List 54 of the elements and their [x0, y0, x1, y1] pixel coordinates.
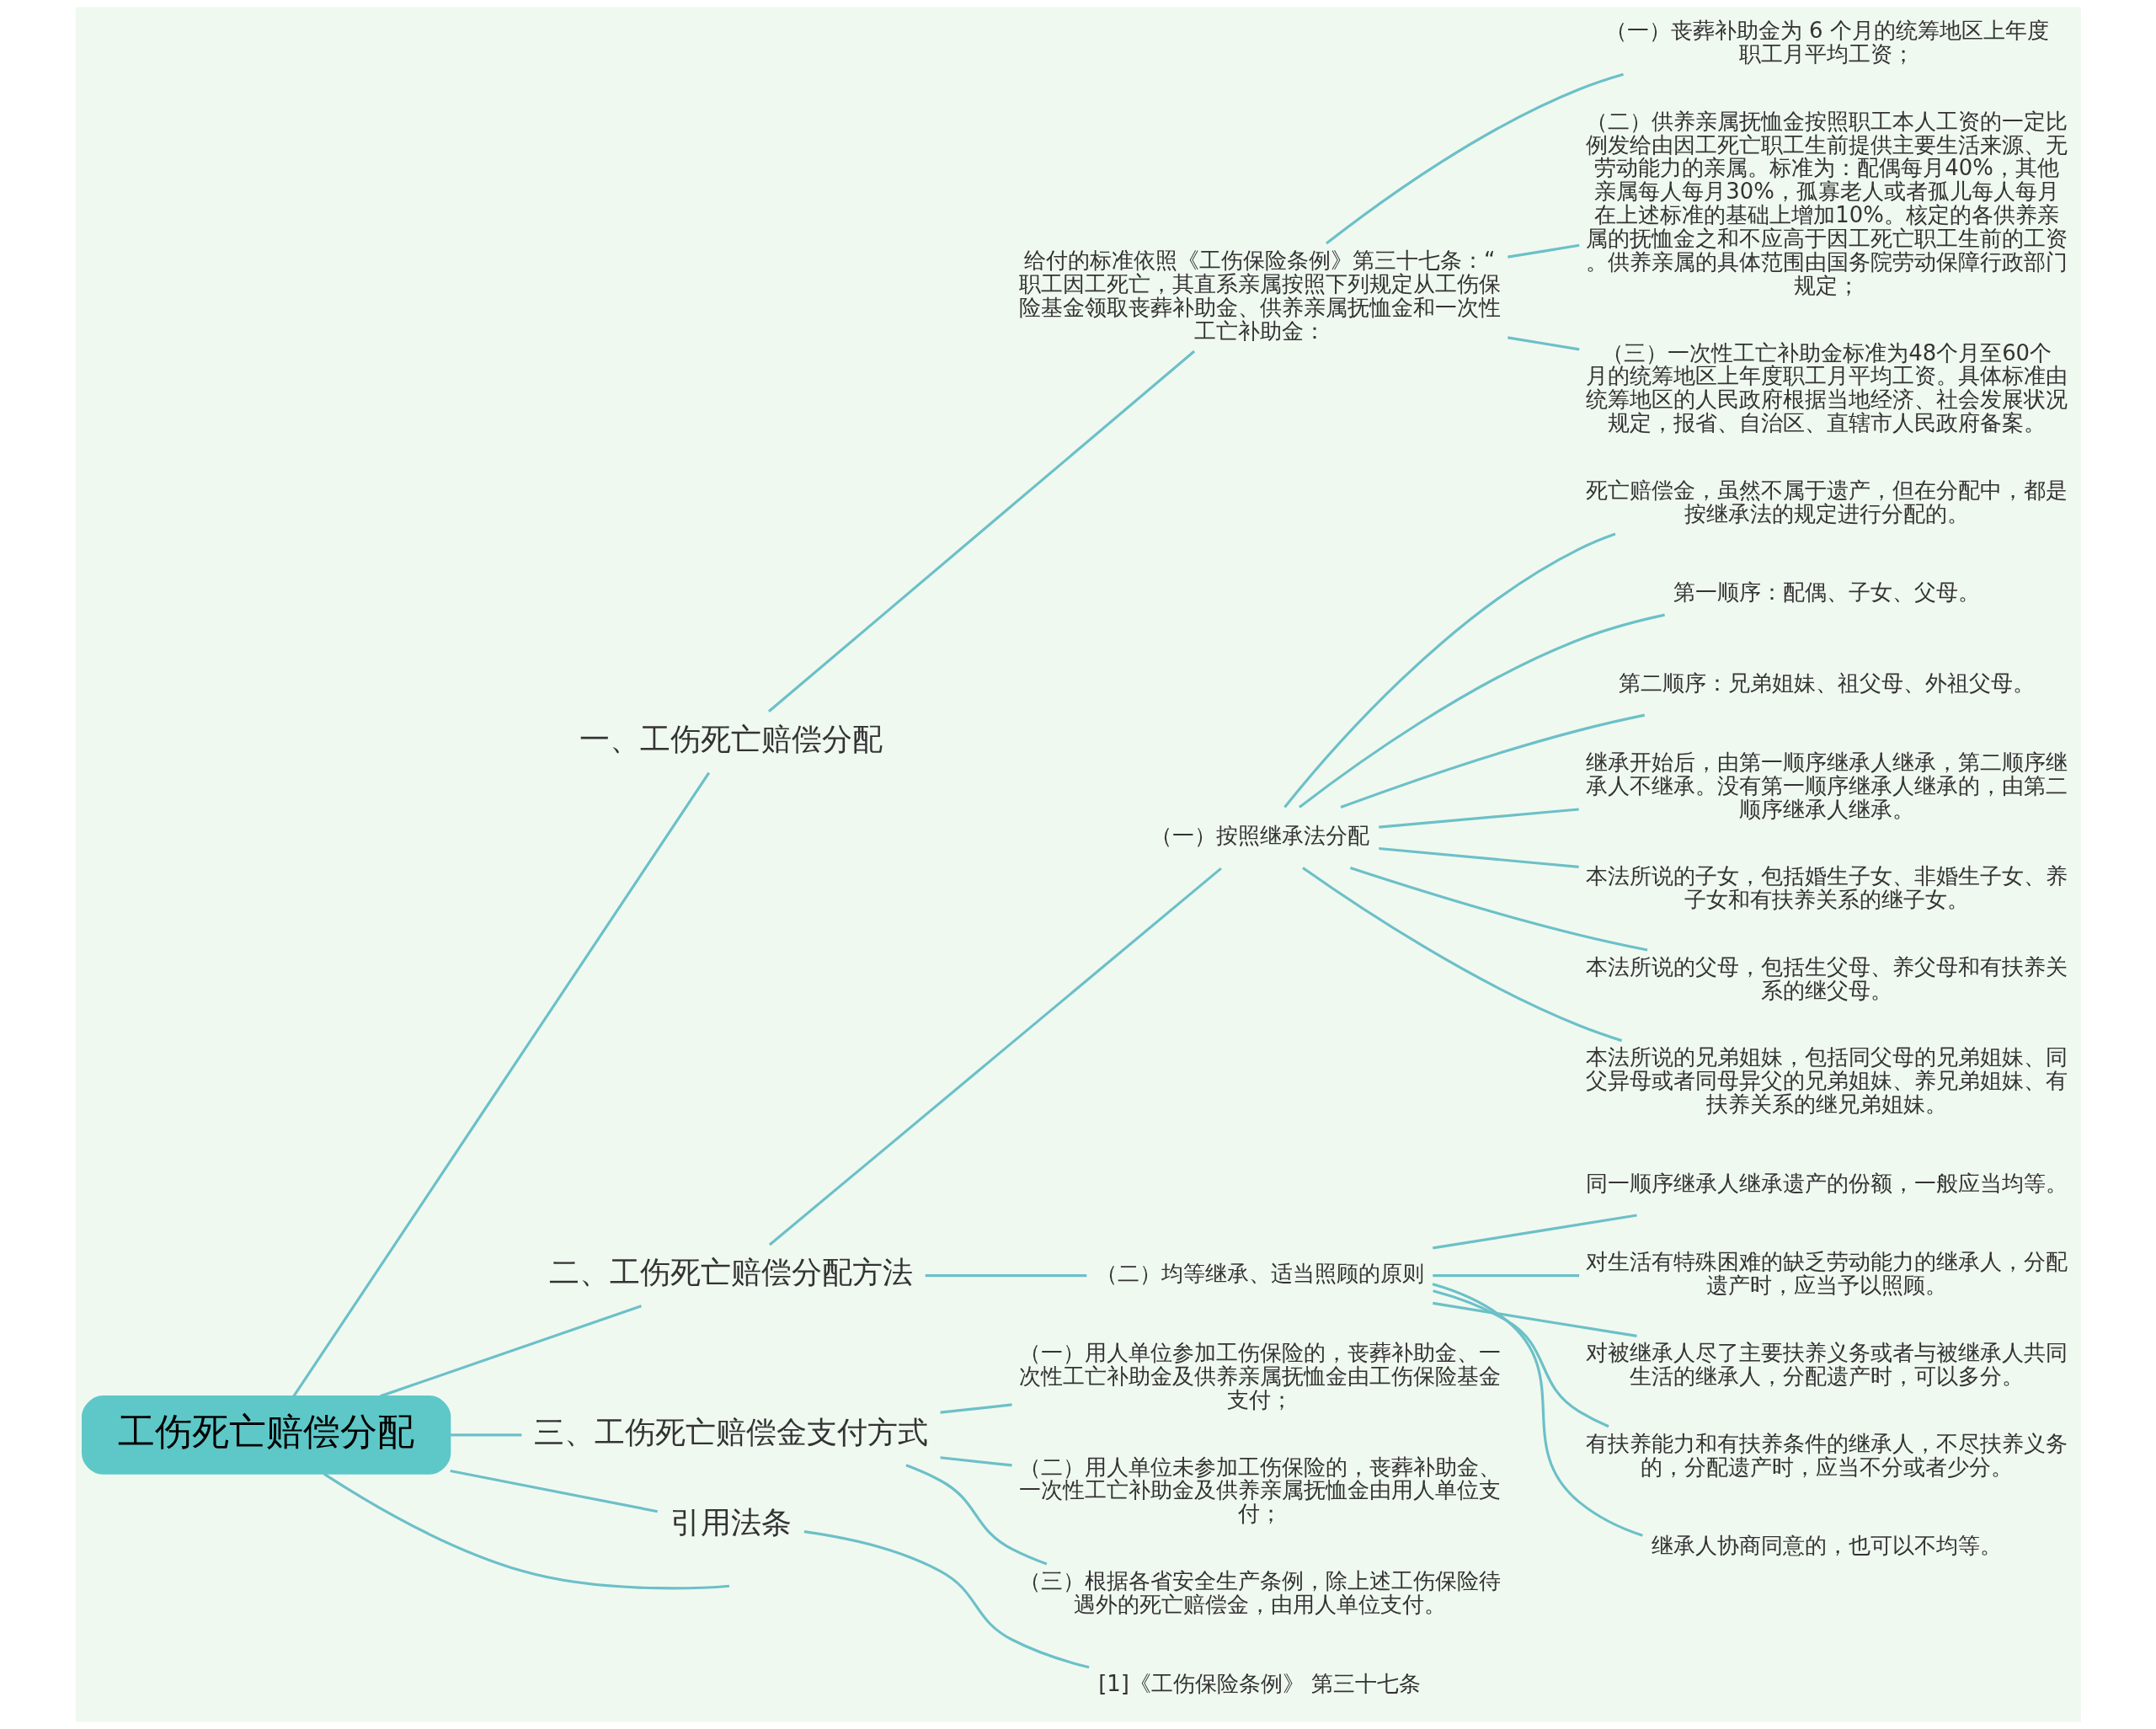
node-text: [1]《工伤保险条例》 第三十七条 [1097, 1670, 1421, 1696]
node-text: 本法所说的兄弟姐妹，包括同父母的兄弟姐妹、同父异母或者同母异父的兄弟姐妹、养兄弟姐妹、有扶养关系的继兄弟姐妹。 [1585, 1044, 2068, 1118]
node-text: 三、工伤死亡赔偿金支付方式 [533, 1414, 928, 1449]
node-text: 继承人协商同意的，也可以不均等。 [1651, 1533, 2002, 1559]
connector [1507, 243, 1579, 259]
connector [1432, 1301, 1637, 1337]
node-text: 二、工伤死亡赔偿分配方法 [548, 1255, 913, 1290]
connector [1325, 72, 1624, 245]
connector [1432, 1214, 1637, 1250]
connector [1339, 713, 1645, 809]
node-text: （三）一次性工亡补助金标准为48个月至60个月的统筹地区上年度职工月平均工资。具体标准由统筹地区的人民政府根据当地经济、社会发展状况规定，报省、自治区、直辖市人民政府备案。 [1585, 339, 2068, 436]
connector [1507, 336, 1579, 351]
connector [1349, 867, 1647, 952]
node-text: 对被继承人尽了主要扶养义务或者与被继承人共同生活的继承人，分配遗产时，可以多分。 [1585, 1340, 2068, 1389]
node-text: 第一顺序：配偶、子女、父母。 [1673, 579, 1980, 606]
connector [939, 1403, 1012, 1414]
node-text: 死亡赔偿金，虽然不属于遗产，但在分配中，都是按继承法的规定进行分配的。 [1585, 477, 2068, 526]
node-text: （二）均等继承、适当照顾的原则 [1095, 1261, 1424, 1287]
node-text: 对生活有特殊困难的缺乏劳动能力的继承人，分配遗产时，应当予以照顾。 [1585, 1249, 2068, 1299]
node-text: 给付的标准依照《工伤保险条例》第三十七条：“职工因工死亡，其直系亲属按照下列规定从工伤保险基金领取丧葬补助金、供养亲属抚恤金和一次性工亡补助金： [1018, 247, 1501, 344]
connector [291, 771, 710, 1397]
connector [925, 1274, 1086, 1278]
node-box: 工伤死亡赔偿分配 [81, 1395, 451, 1475]
connector [803, 1530, 1090, 1669]
connector [1432, 1289, 1609, 1428]
connector [450, 1433, 521, 1437]
connector [939, 1456, 1012, 1467]
node-text: 继承开始后，由第一顺序继承人继承，第二顺序继承人不继承。没有第一顺序继承人继承的，由第二顺序继承人继承。 [1585, 749, 2068, 822]
connector [379, 1305, 642, 1398]
node-text: 第二顺序：兄弟姐妹、祖父母、外祖父母。 [1618, 670, 2035, 696]
node-text: 本法所说的子女，包括婚生子女、非婚生子女、养子女和有扶养关系的继子女。 [1585, 863, 2068, 913]
node-text: 一、工伤死亡赔偿分配 [579, 721, 883, 756]
connector [449, 1469, 658, 1513]
connector [1378, 846, 1579, 868]
connector [1432, 1283, 1643, 1537]
node-text: 有扶养能力和有扶养条件的继承人，不尽扶养义务的，分配遗产时，应当不分或者少分。 [1585, 1430, 2068, 1480]
connector [1378, 808, 1579, 829]
connector [323, 1472, 729, 1590]
connector [1432, 1274, 1579, 1278]
node-text: （一）按照继承法分配 [1150, 823, 1369, 849]
connector [1301, 867, 1622, 1043]
node-text: （三）根据各省安全生产条例，除上述工伤保险待遇外的死亡赔偿金，由用人单位支付。 [1018, 1568, 1501, 1617]
node-text: （一）丧葬补助金为 6 个月的统筹地区上年度职工月平均工资； [1604, 18, 2049, 67]
connector [1283, 532, 1616, 808]
connector [767, 350, 1195, 712]
node-text: （二）用人单位未参加工伤保险的，丧葬补助金、一次性工亡补助金及供养亲属抚恤金由用人单位支付； [1018, 1454, 1501, 1527]
node-text: 引用法条 [670, 1505, 792, 1540]
connector [905, 1464, 1047, 1566]
connector [768, 867, 1222, 1246]
node-text: （二）供养亲属抚恤金按照职工本人工资的一定比例发给由因工死亡职工生前提供主要生活来源、无劳动能力的亲属。标准为：配偶每月40%，其他亲属每人每月30%，孤寡老人或者孤儿每人每月在上述标准的基础上增加10%。核定的各供养亲属的抚恤金之和不应高于因工死亡职工生前的工资。供养亲属的具体范围由国务院劳动保障行政部门规定； [1585, 108, 2068, 298]
node-text: （一）用人单位参加工伤保险的，丧葬补助金、一次性工亡补助金及供养亲属抚恤金由工伤保险基金支付； [1018, 1340, 1501, 1412]
node-text: 同一顺序继承人继承遗产的份额，一般应当均等。 [1585, 1170, 2068, 1196]
connector [1298, 613, 1665, 808]
node-text: 本法所说的父母，包括生父母、养父母和有扶养关系的继父母。 [1585, 953, 2068, 1003]
